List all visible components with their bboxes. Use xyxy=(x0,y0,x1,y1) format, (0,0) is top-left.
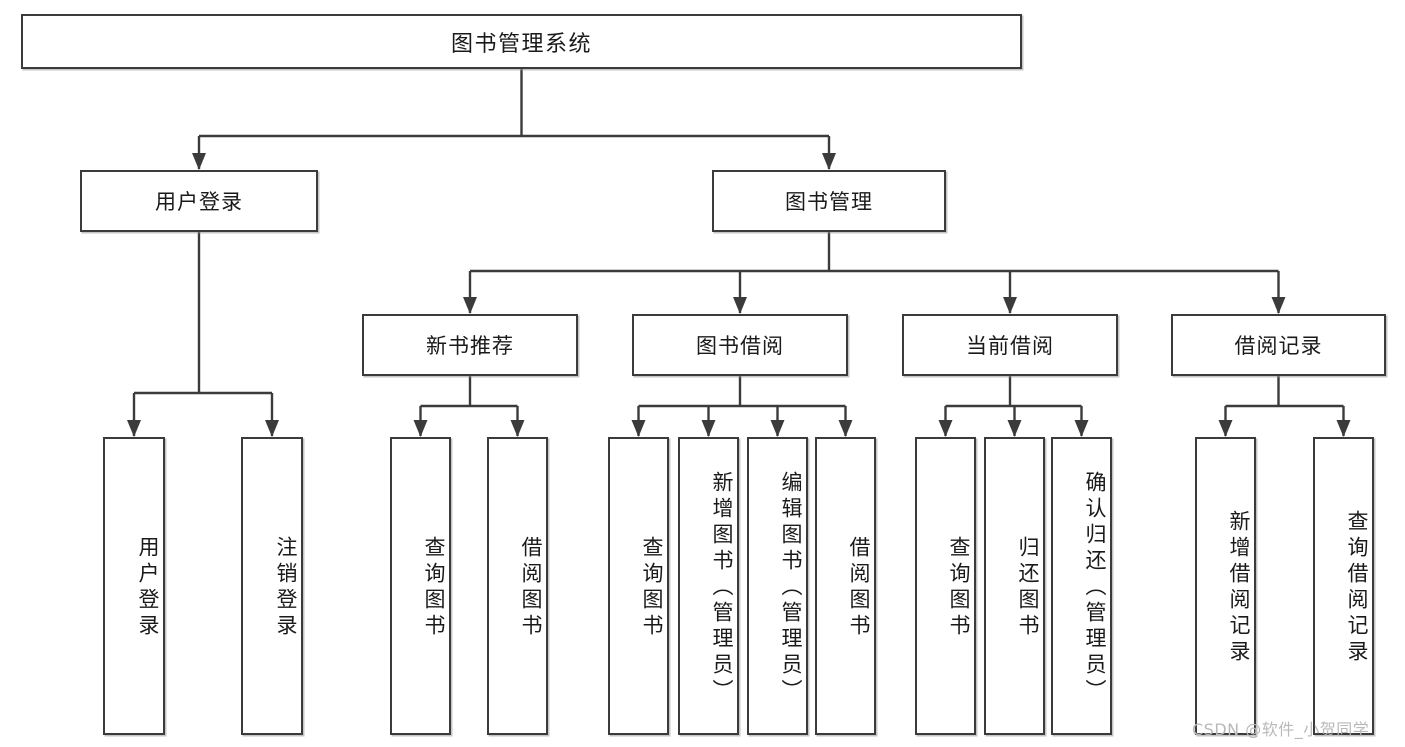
arrow-head-leaf-cur-query xyxy=(938,420,953,437)
node-label: 查询图书 xyxy=(947,536,971,640)
node-label: 注销登录 xyxy=(274,536,298,640)
node-login[interactable]: 用户登录 xyxy=(80,170,318,232)
node-leaf-rec-add[interactable]: 新增借阅记录 xyxy=(1195,437,1256,735)
arrow-head-leaf-user-login xyxy=(127,420,141,437)
node-leaf-rec-query[interactable]: 查询借阅记录 xyxy=(1313,437,1374,735)
arrow-head-leaf-borrow-lend xyxy=(838,420,853,437)
node-newbook[interactable]: 新书推荐 xyxy=(362,314,578,376)
arrow-head-leaf-cur-confirm xyxy=(1074,420,1089,437)
node-root[interactable]: 图书管理系统 xyxy=(21,14,1022,69)
arrow-head-leaf-borrow-edit xyxy=(770,420,785,437)
node-label: 借阅记录 xyxy=(1234,334,1323,358)
node-label: 编辑图书（管理员） xyxy=(779,471,803,705)
arrow-head-newbook xyxy=(463,297,477,314)
node-leaf-new-borrow[interactable]: 借阅图书 xyxy=(487,437,548,735)
node-label: 新增借阅记录 xyxy=(1227,510,1251,666)
node-label: 用户登录 xyxy=(136,536,160,640)
node-label: 图书管理系统 xyxy=(450,31,592,57)
node-label: 图书管理 xyxy=(785,190,873,214)
node-label: 新增图书（管理员） xyxy=(710,471,734,705)
arrow-head-leaf-borrow-add xyxy=(701,420,716,437)
node-borrow[interactable]: 图书借阅 xyxy=(632,314,848,376)
node-label: 新书推荐 xyxy=(426,334,514,358)
node-label: 借阅图书 xyxy=(519,536,543,640)
watermark-text: CSDN @软件_小贺同学 xyxy=(1192,720,1370,739)
arrow-head-borrow xyxy=(733,297,747,314)
node-bookmgmt[interactable]: 图书管理 xyxy=(712,170,946,232)
node-leaf-cur-confirm[interactable]: 确认归还（管理员） xyxy=(1051,437,1112,735)
node-leaf-cur-query[interactable]: 查询图书 xyxy=(915,437,976,735)
node-leaf-borrow-add[interactable]: 新增图书（管理员） xyxy=(678,437,739,735)
arrow-head-leaf-borrow-query xyxy=(631,420,646,437)
node-label: 确认归还（管理员） xyxy=(1083,471,1107,705)
arrow-head-records xyxy=(1271,297,1286,314)
node-current[interactable]: 当前借阅 xyxy=(902,314,1118,376)
node-label: 归还图书 xyxy=(1016,536,1040,640)
node-label: 图书借阅 xyxy=(696,334,784,358)
node-label: 借阅图书 xyxy=(847,536,871,640)
node-label: 查询借阅记录 xyxy=(1345,510,1369,666)
node-label: 当前借阅 xyxy=(966,334,1054,358)
arrow-head-leaf-rec-add xyxy=(1218,420,1233,437)
node-label: 查询图书 xyxy=(422,536,446,640)
node-leaf-user-logout[interactable]: 注销登录 xyxy=(241,437,303,735)
arrow-head-leaf-new-borrow xyxy=(510,420,525,437)
arrow-head-bookmgmt xyxy=(822,153,836,170)
arrow-head-leaf-user-logout xyxy=(265,420,279,437)
node-leaf-borrow-query[interactable]: 查询图书 xyxy=(608,437,669,735)
arrow-head-leaf-new-query xyxy=(413,420,428,437)
node-records[interactable]: 借阅记录 xyxy=(1171,314,1386,376)
node-leaf-borrow-edit[interactable]: 编辑图书（管理员） xyxy=(747,437,808,735)
arrow-head-login xyxy=(192,153,206,170)
node-label: 用户登录 xyxy=(155,190,243,214)
node-leaf-user-login[interactable]: 用户登录 xyxy=(103,437,165,735)
node-leaf-new-query[interactable]: 查询图书 xyxy=(390,437,451,735)
arrow-head-current xyxy=(1003,297,1017,314)
node-leaf-borrow-lend[interactable]: 借阅图书 xyxy=(815,437,876,735)
node-label: 查询图书 xyxy=(640,536,664,640)
arrow-head-leaf-cur-return xyxy=(1007,420,1022,437)
arrow-head-leaf-rec-query xyxy=(1336,420,1351,437)
node-leaf-cur-return[interactable]: 归还图书 xyxy=(984,437,1045,735)
